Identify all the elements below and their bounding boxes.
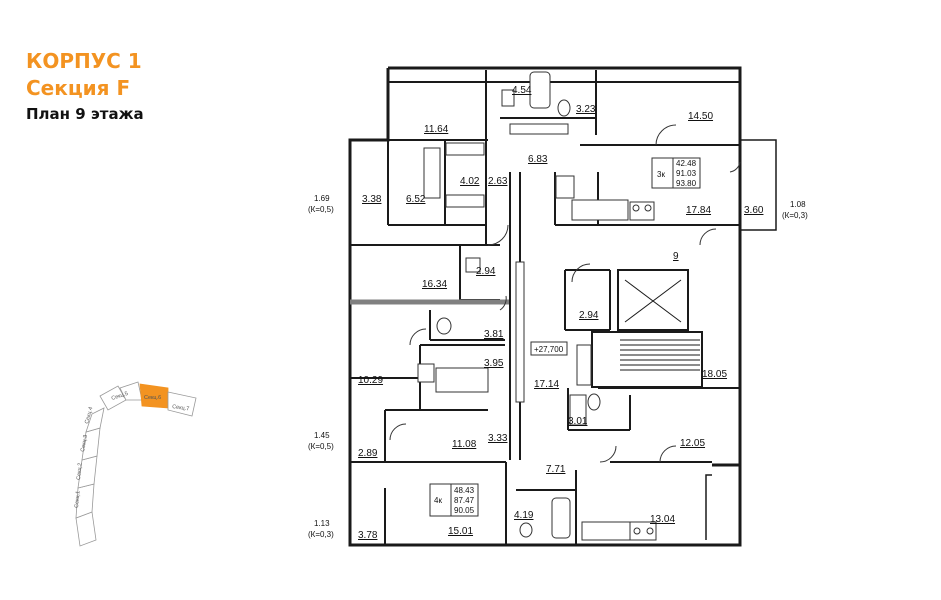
room-area: 10.29 (358, 375, 383, 386)
balcony-area: 1.13 (314, 519, 330, 528)
kitchen-counter (571, 199, 629, 221)
balcony-area: 1.45 (314, 431, 330, 440)
apartment-total: 91.03 (676, 169, 697, 178)
elevation-marker: +27,700 (530, 341, 568, 356)
washer-icon (417, 363, 435, 383)
room-area: 2.94 (579, 310, 599, 321)
balcony-area: 1.08 (790, 200, 806, 209)
room-area: 6.52 (406, 194, 426, 205)
room-labels: 4.54 3.23 14.50 11.64 6.83 4.02 2.63 3.3… (358, 85, 764, 541)
section-title: Секция F (26, 76, 131, 100)
room-area: 17.14 (534, 379, 559, 390)
room-area: 2.94 (476, 266, 496, 277)
room-area: 3.81 (484, 329, 504, 340)
room-area: 14.50 (688, 111, 713, 122)
toilet-icon (557, 99, 571, 117)
sink-icon (501, 89, 515, 107)
balcony-coef: (К=0,5) (308, 442, 334, 451)
room-area: 18.05 (702, 369, 727, 380)
elevation-mark: +27,700 (534, 345, 564, 354)
washbasin-icon (465, 257, 481, 273)
room-area: 4.54 (512, 85, 532, 96)
room-area: 4.02 (460, 176, 480, 187)
room-area: 17.84 (686, 205, 711, 216)
balcony-coef: (К=0,5) (308, 205, 334, 214)
apartment-info-3k: 3к 42.48 91.03 93.80 (651, 157, 701, 189)
shaft (569, 394, 587, 426)
balcony-coef: (К=0,3) (782, 211, 808, 220)
building-title: КОРПУС 1 (26, 49, 142, 73)
bathtub-icon (529, 71, 551, 109)
room-area: 3.33 (488, 433, 508, 444)
apartment-type: 4к (434, 496, 442, 505)
apartment-type: 3к (657, 170, 665, 179)
floor-plan-title: План 9 этажа (26, 105, 144, 123)
room-area: 12.05 (680, 438, 705, 449)
shaft (576, 344, 592, 386)
room-area: 13.04 (650, 514, 675, 525)
balcony-area: 1.69 (314, 194, 330, 203)
apartment-full: 93.80 (676, 179, 697, 188)
room-area: 6.83 (528, 154, 548, 165)
room-area: 4.19 (514, 510, 534, 521)
toilet-icon (436, 317, 452, 335)
apartment-total: 87.47 (454, 496, 475, 505)
room-area: 15.01 (448, 526, 473, 537)
room-area: 3.23 (576, 104, 596, 115)
room-area: 3.95 (484, 358, 504, 369)
balcony-coef: (К=0,3) (308, 530, 334, 539)
room-area: 16.34 (422, 279, 447, 290)
room-area: 2.63 (488, 176, 508, 187)
room-area: 3.38 (362, 194, 382, 205)
toilet-icon (587, 393, 601, 411)
kitchen-counter (581, 521, 631, 541)
fixtures (417, 71, 657, 541)
room-area: 11.08 (452, 439, 477, 450)
apartment-info-4k: 4к 48.43 87.47 90.05 (429, 483, 479, 517)
title-block: КОРПУС 1 Секция F План 9 этажа (26, 48, 144, 126)
apartment-living: 42.48 (676, 159, 697, 168)
stove-icon (629, 201, 655, 221)
fridge-icon (555, 175, 575, 199)
room-area: 7.71 (546, 464, 566, 475)
apartment-full: 90.05 (454, 506, 475, 515)
room-area: 3.01 (568, 416, 588, 427)
toilet-icon (519, 522, 533, 538)
room-area: 3.60 (744, 205, 764, 216)
apartment-living: 48.43 (454, 486, 475, 495)
wardrobes (423, 123, 569, 403)
balcony-labels: 1.69 (К=0,5) 1.08 (К=0,3) 1.45 (К=0,5) 1… (308, 194, 808, 539)
doors (389, 124, 741, 463)
room-area: 11.64 (424, 124, 449, 135)
room-area: 2.89 (358, 448, 378, 459)
room-area: 3.78 (358, 530, 378, 541)
room-area: 9 (673, 251, 679, 262)
bathtub-icon (551, 497, 571, 539)
